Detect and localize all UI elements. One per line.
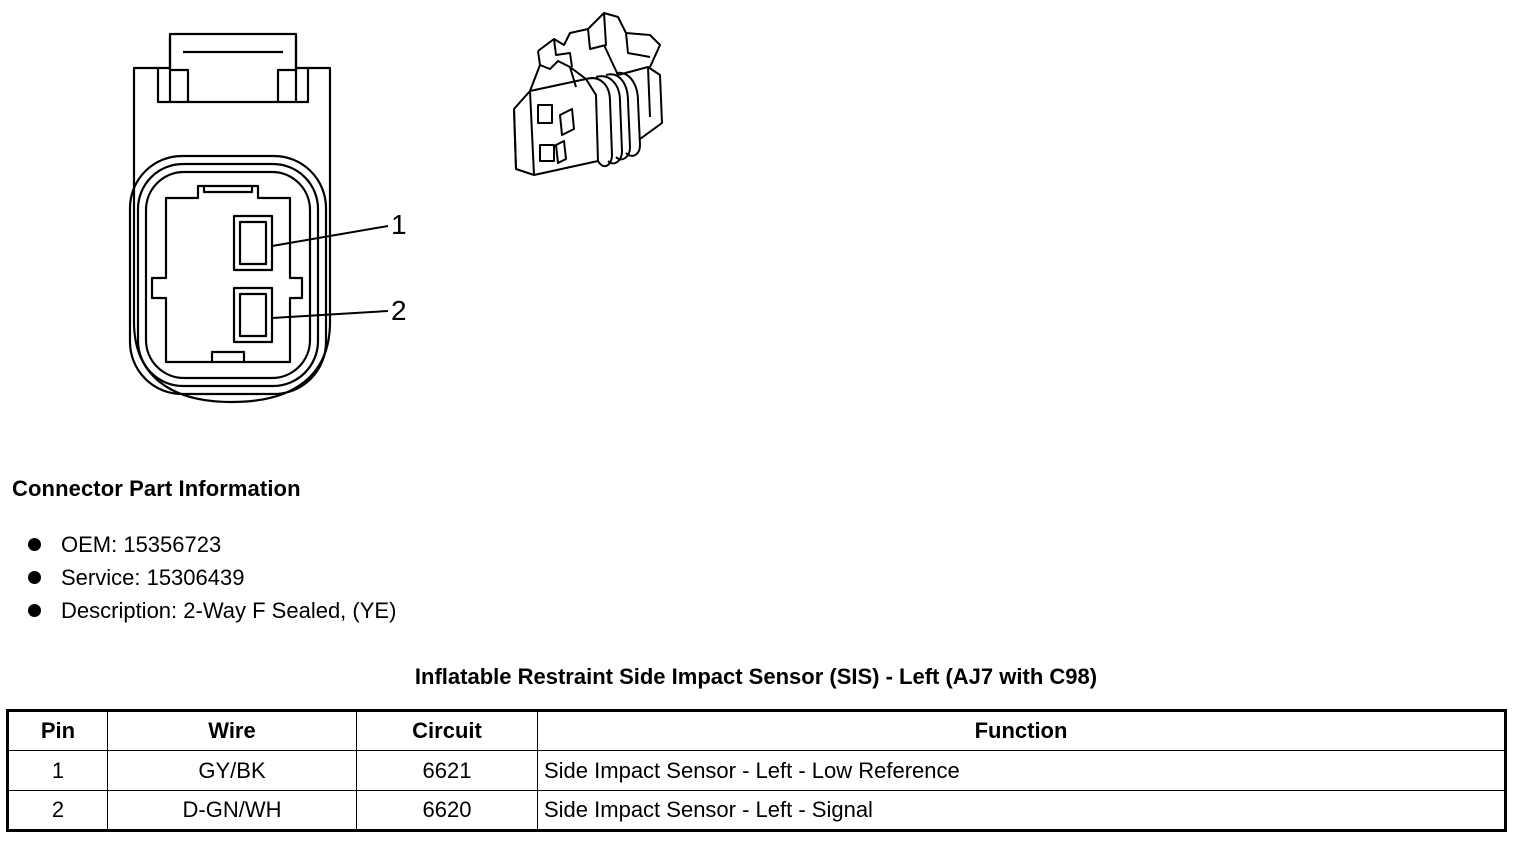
part-info-list: OEM: 15356723 Service: 15306439 Descript… bbox=[28, 528, 396, 627]
service-number: Service: 15306439 bbox=[61, 564, 245, 590]
table-row: 1 GY/BK 6621 Side Impact Sensor - Left -… bbox=[7, 750, 1506, 791]
header-pin: Pin bbox=[7, 710, 108, 751]
connector-description: Description: 2-Way F Sealed, (YE) bbox=[61, 597, 397, 623]
list-item: Description: 2-Way F Sealed, (YE) bbox=[28, 594, 396, 627]
oem-number: OEM: 15356723 bbox=[61, 531, 222, 557]
list-item: OEM: 15356723 bbox=[28, 528, 396, 561]
connector-face-diagram: 1 2 bbox=[128, 32, 407, 404]
connector-isometric-diagram bbox=[513, 12, 663, 176]
bullet-icon bbox=[28, 571, 41, 584]
part-info-heading: Connector Part Information bbox=[12, 476, 301, 501]
pinout-table-title: Inflatable Restraint Side Impact Sensor … bbox=[414, 664, 1098, 689]
list-item: Service: 15306439 bbox=[28, 561, 396, 594]
cell-wire: D-GN/WH bbox=[107, 790, 357, 831]
table-header-row: Pin Wire Circuit Function bbox=[7, 710, 1506, 751]
header-circuit: Circuit bbox=[356, 710, 538, 751]
header-wire: Wire bbox=[107, 710, 357, 751]
cell-function: Side Impact Sensor - Left - Signal bbox=[537, 790, 1506, 831]
cell-pin: 1 bbox=[7, 750, 108, 791]
table-row: 2 D-GN/WH 6620 Side Impact Sensor - Left… bbox=[7, 790, 1506, 831]
pinout-table: Pin Wire Circuit Function 1 GY/BK 6621 S… bbox=[6, 709, 1507, 832]
bullet-icon bbox=[28, 538, 41, 551]
pin-2-callout: 2 bbox=[391, 295, 407, 326]
cell-wire: GY/BK bbox=[107, 750, 357, 791]
pin-1-callout: 1 bbox=[391, 209, 407, 240]
bullet-icon bbox=[28, 604, 41, 617]
cell-circuit: 6620 bbox=[356, 790, 538, 831]
cell-pin: 2 bbox=[7, 790, 108, 831]
cell-function: Side Impact Sensor - Left - Low Referenc… bbox=[537, 750, 1506, 791]
header-function: Function bbox=[537, 710, 1506, 751]
cell-circuit: 6621 bbox=[356, 750, 538, 791]
